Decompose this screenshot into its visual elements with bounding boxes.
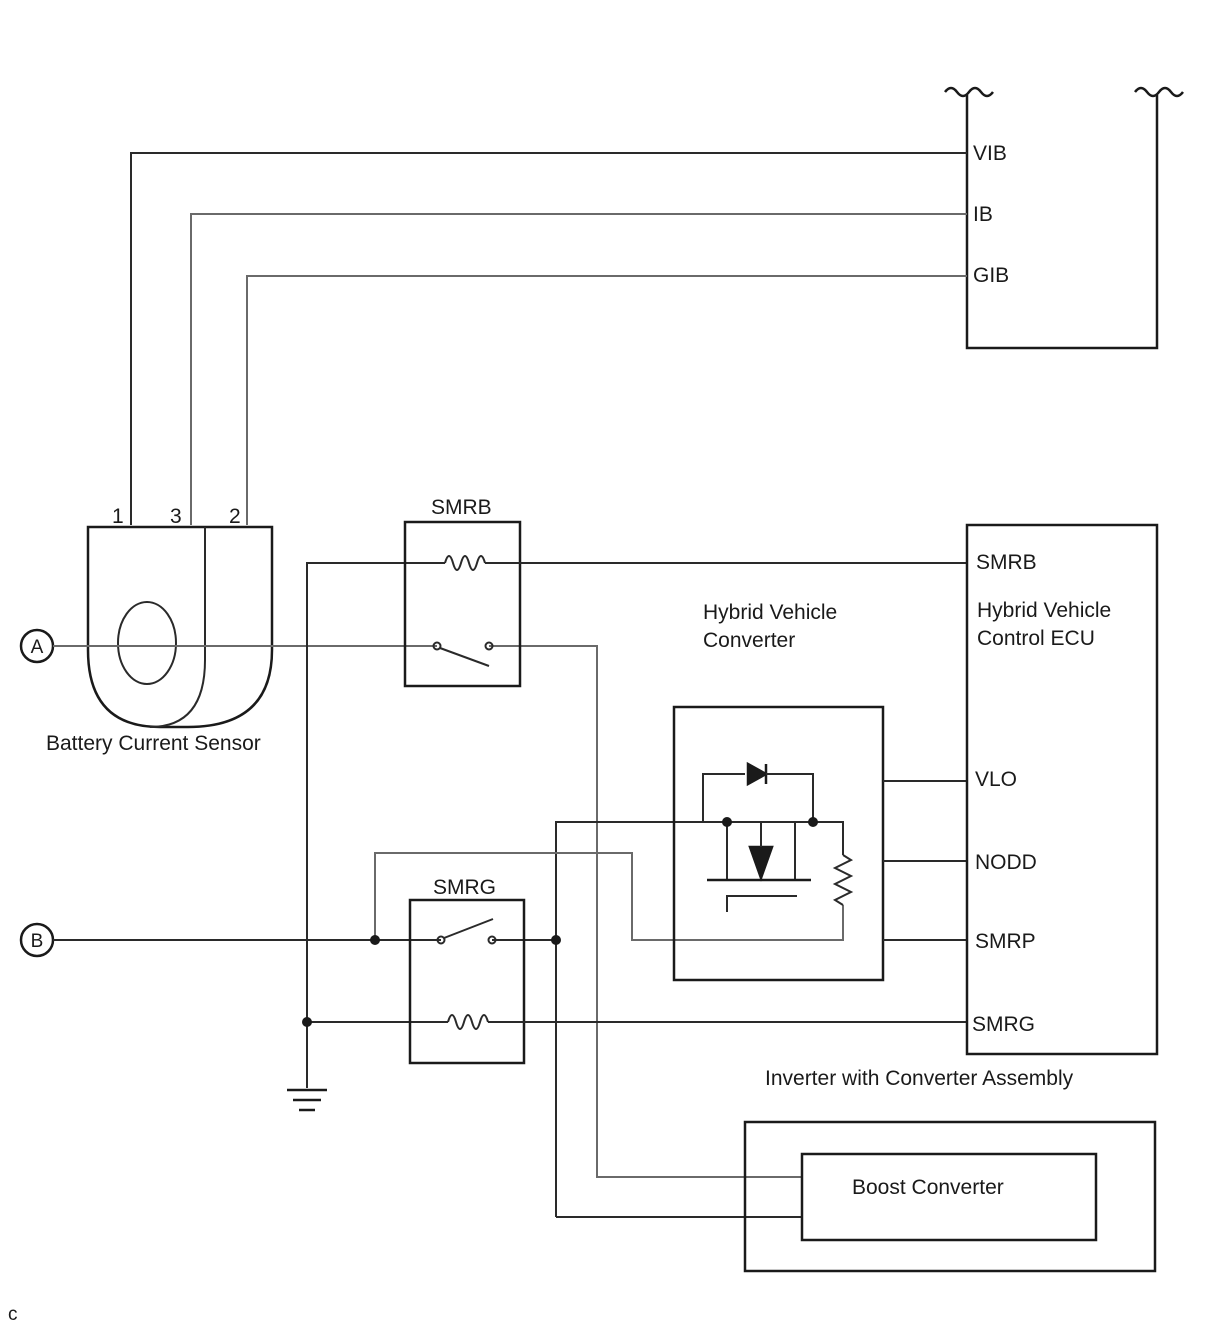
- inverter-assembly: Inverter with Converter Assembly Boost C…: [743, 1067, 1157, 1273]
- ecu-pin-smrp: SMRP: [975, 930, 1036, 953]
- wire-vib: [130, 152, 967, 525]
- inverter-label: Inverter with Converter Assembly: [765, 1067, 1074, 1090]
- ecu-pin-smrb: SMRB: [976, 551, 1037, 574]
- ecu-upper-box: VIB IB GIB: [944, 86, 1184, 350]
- hybrid-vehicle-converter: Hybrid Vehicle Converter: [672, 601, 967, 982]
- converter-junction-2: [808, 817, 818, 827]
- sensor-signal-wires: [130, 152, 967, 525]
- converter-diode-lead-right: [766, 773, 844, 855]
- relay-smrb-contact-2: [484, 641, 494, 651]
- wire-smrp-resistor: [374, 852, 844, 941]
- diode-icon: [746, 761, 769, 787]
- break-mark-right: [1134, 86, 1184, 98]
- relay-smrb-contact-1: [432, 641, 442, 651]
- converter-box: [672, 705, 885, 982]
- ecu-lower-box: SMRB Hybrid Vehicle Control ECU VLO NODD…: [965, 523, 1159, 1056]
- junction-ground: [302, 1017, 312, 1027]
- relay-smrg-label: SMRG: [433, 876, 496, 899]
- ecu-pin-gib: GIB: [973, 264, 1009, 287]
- relay-smrg-contact-2: [487, 935, 497, 945]
- wire-a-to-boost: [489, 645, 802, 1178]
- resistor-icon: [832, 854, 854, 906]
- ecu-title-line1: Hybrid Vehicle: [977, 599, 1111, 622]
- ground-circuit: [287, 562, 448, 1112]
- relay-smrg: SMRG: [408, 876, 967, 1065]
- ecu-pin-vib: VIB: [973, 142, 1007, 165]
- sensor-pin-1: 1: [112, 505, 124, 528]
- junction-b-2: [551, 935, 561, 945]
- transistor-arrow-icon: [748, 845, 774, 882]
- ecu-pin-nodd: NODD: [975, 851, 1037, 874]
- terminal-a-label: A: [31, 637, 44, 658]
- sensor-divider: [149, 527, 206, 728]
- relay-smrb-box: [403, 520, 522, 688]
- relay-smrg-box: [408, 898, 526, 1065]
- wire-ground-smrb: [306, 562, 445, 1088]
- relay-smrb: SMRB: [403, 496, 967, 688]
- wire-ib: [190, 213, 967, 525]
- sensor-pin-3: 3: [170, 505, 182, 528]
- battery-current-sensor: 1 3 2 Battery Current Sensor: [46, 505, 274, 755]
- converter-title-line2: Converter: [703, 629, 795, 652]
- converter-junction-1: [722, 817, 732, 827]
- relay-smrg-coil-icon: [447, 1014, 489, 1030]
- boost-converter-label: Boost Converter: [852, 1176, 1004, 1199]
- ecu-pin-vlo: VLO: [975, 768, 1017, 791]
- relay-smrg-contact-1: [436, 935, 446, 945]
- sensor-pin-2: 2: [229, 505, 241, 528]
- terminal-b-label: B: [31, 931, 44, 952]
- relay-smrb-label: SMRB: [431, 496, 492, 519]
- inverter-box: [743, 1120, 1157, 1273]
- junction-b-1: [370, 935, 380, 945]
- converter-title-line1: Hybrid Vehicle: [703, 601, 837, 624]
- break-mark-left: [944, 86, 994, 98]
- relay-smrb-coil-icon: [444, 555, 486, 571]
- relay-smrg-switch-icon: [443, 918, 494, 939]
- sensor-core-ring: [117, 601, 177, 685]
- boost-converter-box: [800, 1152, 1098, 1242]
- sensor-label: Battery Current Sensor: [46, 732, 261, 755]
- footer-mark: c: [8, 1304, 18, 1325]
- converter-diode-lead-left: [702, 773, 745, 880]
- relay-smrb-switch-icon: [439, 647, 490, 667]
- ecu-box: [965, 523, 1159, 1056]
- ecu-pin-smrg: SMRG: [972, 1013, 1035, 1036]
- ecu-pin-ib: IB: [973, 203, 993, 226]
- terminal-b-circuit: B: [19, 821, 844, 1218]
- ecu-title-line2: Control ECU: [977, 627, 1095, 650]
- transistor-leads: [760, 822, 796, 880]
- transistor-gate: [726, 895, 797, 912]
- ground-icon: [287, 1088, 327, 1112]
- terminal-a-circuit: A: [19, 628, 802, 1178]
- wire-gib: [246, 275, 967, 525]
